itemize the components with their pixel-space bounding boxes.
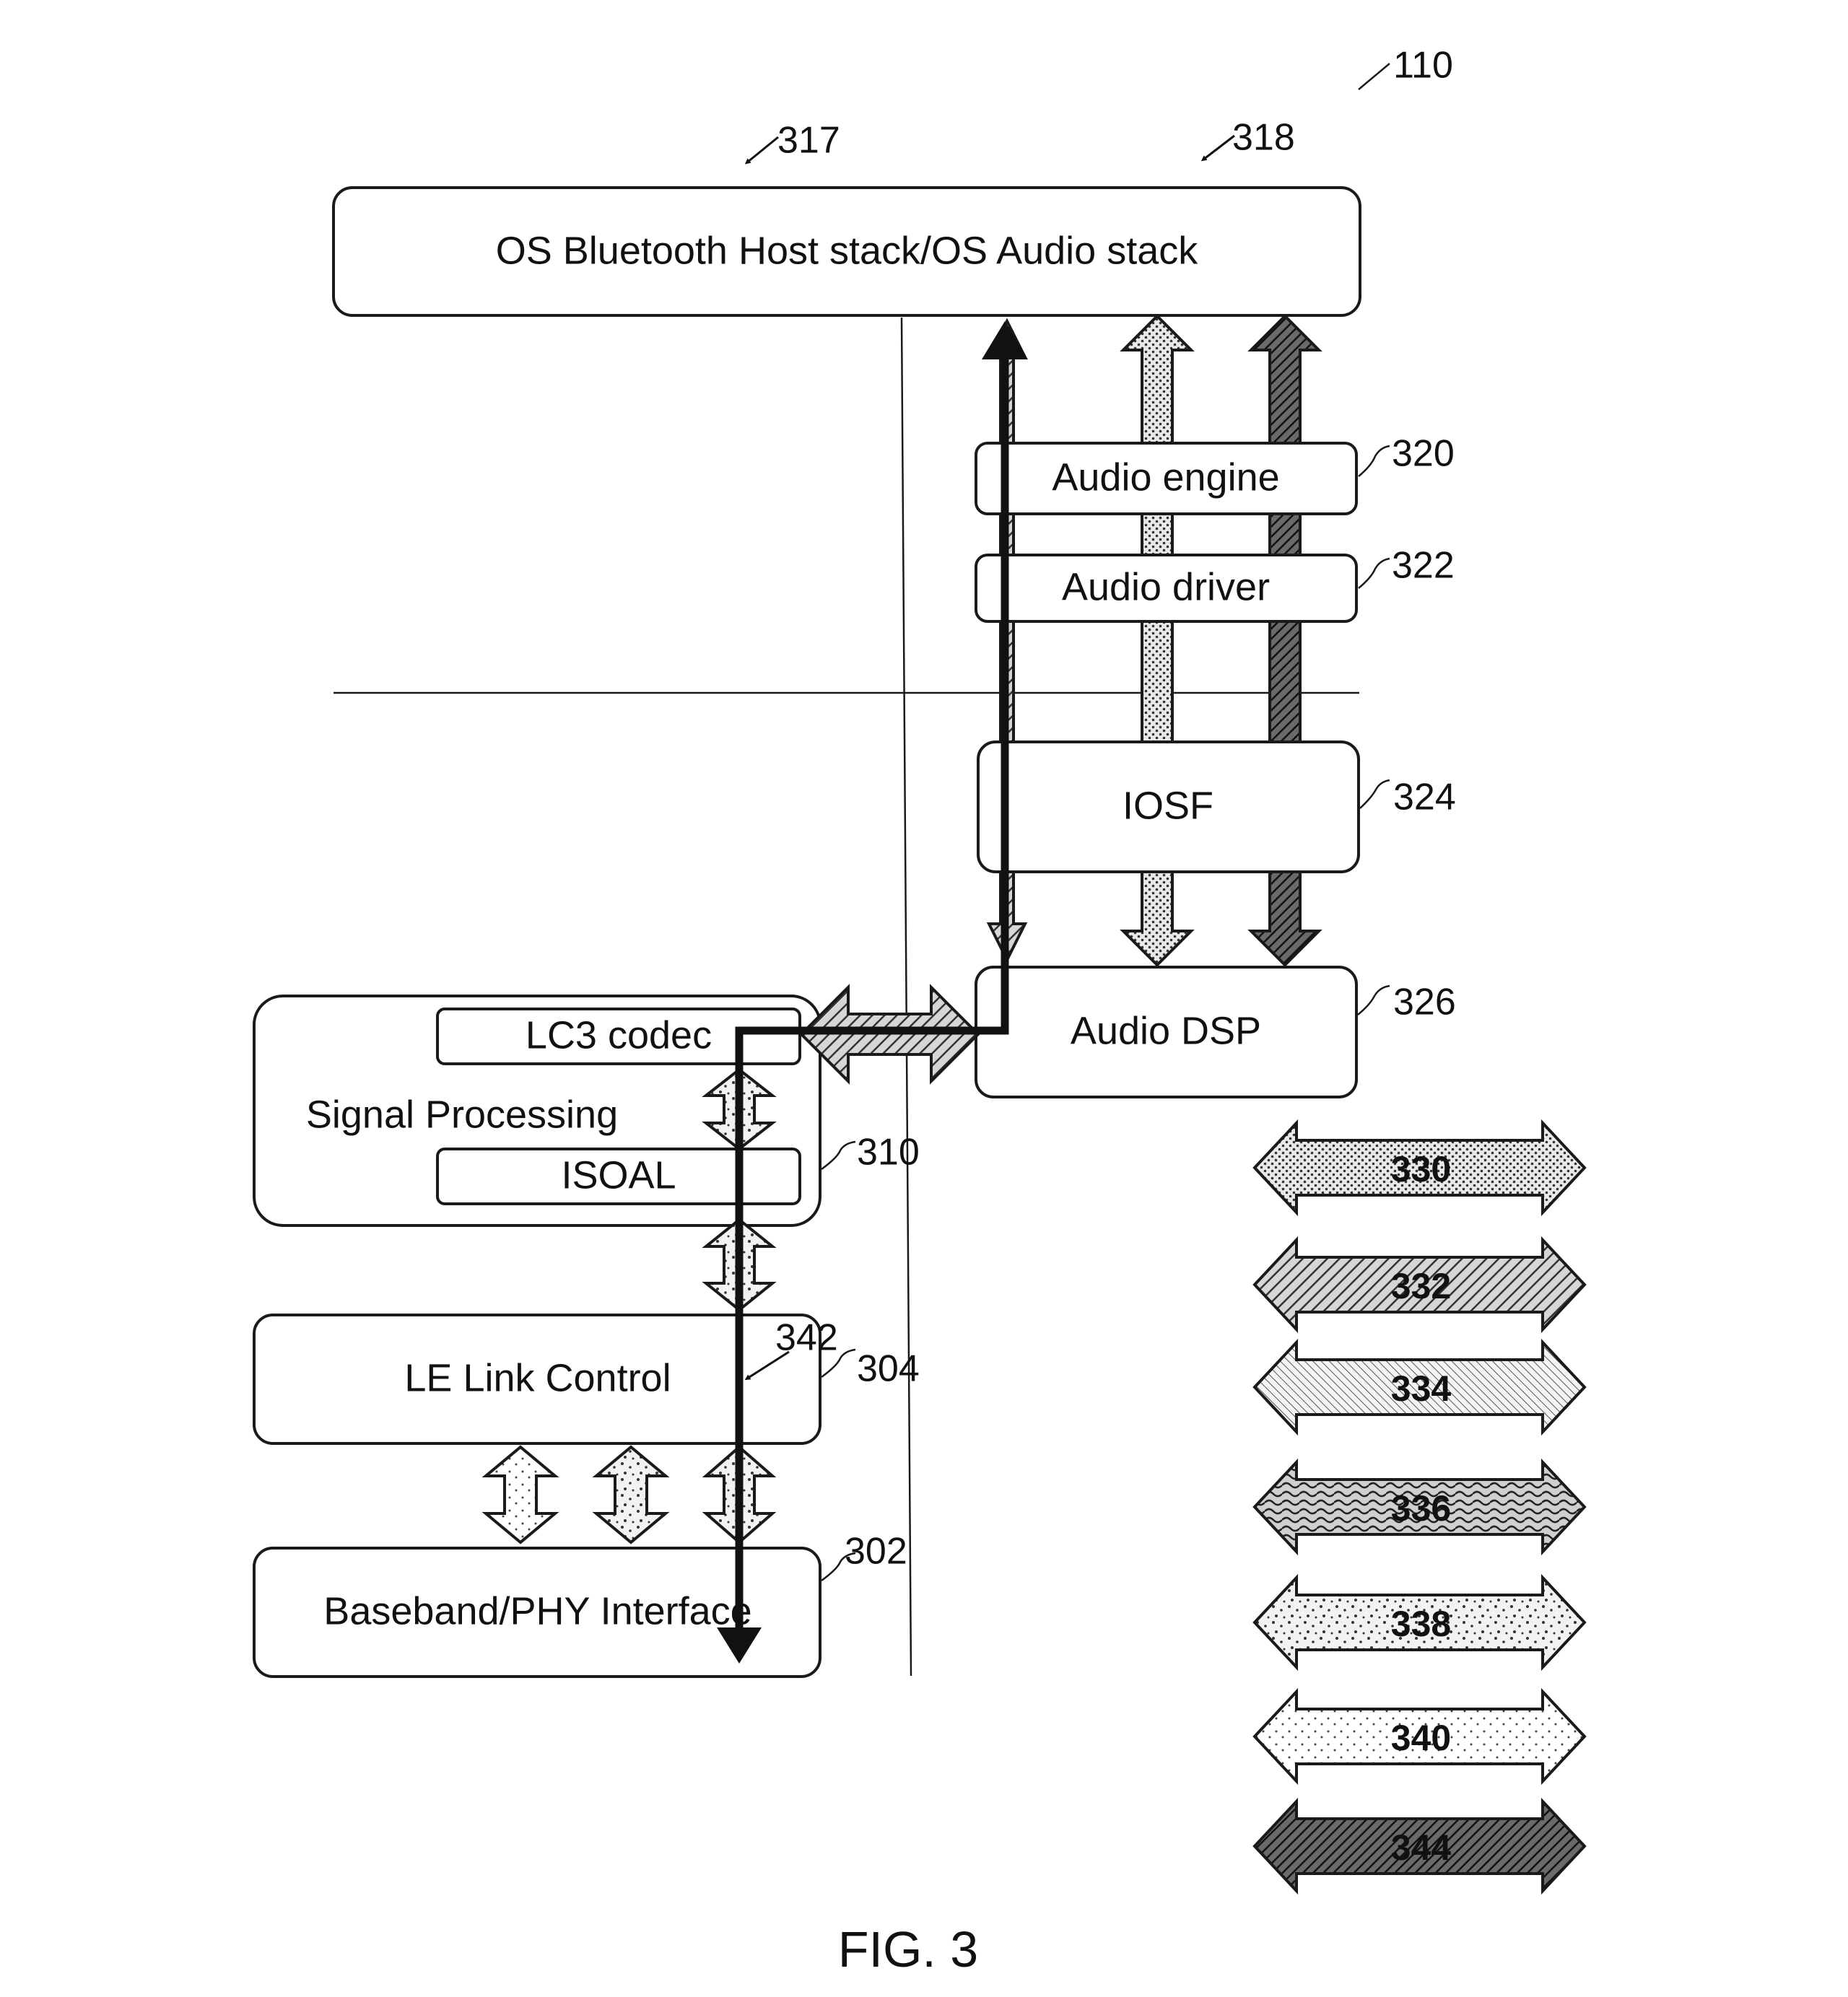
leader-322 (1358, 557, 1390, 589)
legend-arrow-330 (1252, 1119, 1587, 1217)
legend-label-334: 334 (1391, 1368, 1452, 1409)
leader-302 (821, 1552, 856, 1582)
baseband-label: Baseband/PHY Interface (323, 1589, 751, 1633)
legend-arrow-334 (1252, 1338, 1587, 1436)
legend: 330 332 334 336 338 340 344 (1252, 1119, 1587, 1895)
legend-label-338: 338 (1391, 1604, 1451, 1644)
audio-dsp-label: Audio DSP (1071, 1009, 1261, 1052)
ref-317: 317 (777, 120, 840, 162)
audio-engine-block: Audio engine (975, 442, 1358, 515)
arrow-lelink-bb-2 (592, 1445, 670, 1544)
ref-leaders (744, 63, 1390, 1582)
leader-324 (1359, 779, 1390, 809)
ref-318: 318 (1232, 117, 1295, 159)
legend-arrow-344 (1252, 1797, 1587, 1895)
vertical-arrow-dark (1247, 314, 1322, 967)
leader-310 (821, 1140, 856, 1171)
path-up-arrowhead (982, 321, 1028, 359)
ref-320: 320 (1392, 433, 1455, 475)
audio-driver-block: Audio driver (975, 554, 1358, 623)
legend-arrow-338 (1252, 1573, 1587, 1672)
host-stack-label: OS Bluetooth Host stack/OS Audio stack (496, 229, 1198, 272)
leader-317 (744, 136, 779, 165)
leader-318 (1200, 134, 1235, 162)
host-stack-block: OS Bluetooth Host stack/OS Audio stack (332, 186, 1361, 317)
le-link-control-block: LE Link Control (253, 1314, 821, 1445)
path-down-arrowhead (717, 1627, 762, 1664)
arrow-lelink-bb-1 (481, 1445, 559, 1544)
legend-arrow-340 (1252, 1687, 1587, 1786)
signal-processing-block: LC3 codec Signal Processing ISOAL (253, 995, 821, 1227)
legend-arrow-336 (1252, 1458, 1587, 1556)
legend-label-330: 330 (1391, 1149, 1451, 1189)
isoal-box (436, 1148, 801, 1205)
ref-302: 302 (845, 1531, 907, 1573)
legend-label-340: 340 (1391, 1718, 1451, 1758)
baseband-block: Baseband/PHY Interface (253, 1547, 821, 1678)
ref-304: 304 (857, 1348, 920, 1390)
vertical-divider (900, 317, 912, 1677)
iosf-label: IOSF (1123, 784, 1213, 827)
isoal-label: ISOAL (561, 1153, 676, 1197)
figure-caption: FIG. 3 (838, 1921, 978, 1978)
ref-numerals: 110 317 318 320 322 324 326 310 342 304 … (775, 45, 1456, 1573)
audio-driver-label: Audio driver (1062, 565, 1270, 608)
data-path-342 (717, 321, 1028, 1664)
audio-dsp-block: Audio DSP (975, 966, 1358, 1098)
legend-label-344: 344 (1391, 1827, 1452, 1868)
leader-110 (1358, 63, 1390, 90)
ref-326: 326 (1393, 982, 1456, 1023)
legend-arrow-332 (1252, 1236, 1587, 1334)
iosf-block: IOSF (977, 740, 1360, 873)
leader-326 (1357, 984, 1390, 1015)
vertical-arrow-dots (1120, 314, 1195, 967)
ref-110: 110 (1393, 45, 1453, 87)
signal-processing-label: Signal Processing (306, 1093, 618, 1136)
leader-304 (821, 1348, 856, 1378)
audio-engine-label: Audio engine (1052, 455, 1279, 499)
ref-342: 342 (775, 1317, 838, 1359)
ref-324: 324 (1393, 777, 1456, 818)
legend-label-336: 336 (1391, 1488, 1451, 1529)
leader-320 (1358, 445, 1390, 477)
lc3-codec-box (436, 1008, 801, 1065)
le-link-control-label: LE Link Control (404, 1356, 671, 1399)
ref-322: 322 (1392, 545, 1455, 587)
ref-310: 310 (857, 1132, 920, 1174)
lc3-codec-label: LC3 codec (526, 1013, 712, 1057)
legend-label-332: 332 (1391, 1266, 1451, 1306)
leader-342 (744, 1350, 790, 1381)
